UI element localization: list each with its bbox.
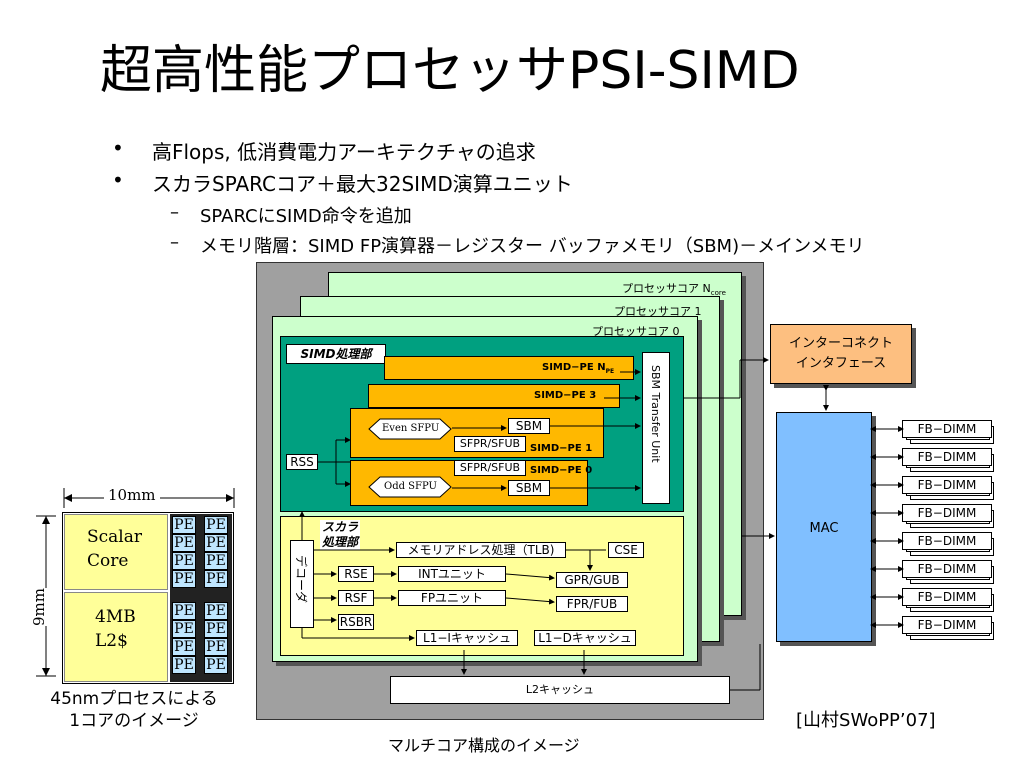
pe-cell: PE bbox=[172, 602, 196, 620]
fbdimm-module: FB−DIMM bbox=[902, 532, 992, 550]
core-n-label: プロセッサコア Ncore bbox=[622, 282, 726, 298]
fbdimm-link-arrow bbox=[870, 594, 904, 600]
sfpr-block-0: SFPR/SFUB bbox=[454, 460, 526, 476]
citation: [山村SWoPP’07] bbox=[796, 710, 936, 731]
chip-width-label: 10mm bbox=[104, 486, 160, 504]
rsf-block: RSF bbox=[338, 590, 374, 606]
core-0-label: プロセッサコア 0 bbox=[592, 325, 680, 338]
simd-pe-n-label: SIMD−PE NPE bbox=[542, 362, 615, 375]
sbm-block-1: SBM bbox=[508, 418, 550, 434]
fbdimm-link-arrow bbox=[870, 538, 904, 544]
simd-unit-title: SIMD処理部 bbox=[286, 344, 386, 364]
sfpr-block-1: SFPR/SFUB bbox=[454, 436, 526, 452]
pe-cell: PE bbox=[204, 516, 228, 534]
mac-block: MAC bbox=[776, 412, 872, 642]
int-unit-block: INTユニット bbox=[398, 566, 506, 582]
multicore-caption: マルチコア構成のイメージ bbox=[388, 736, 580, 755]
l2-cache-bar: L2キャッシュ bbox=[390, 676, 730, 704]
gpr-block: GPR/GUB bbox=[556, 572, 628, 588]
bullet-marker: • bbox=[112, 136, 124, 160]
pe-cell: PE bbox=[172, 516, 196, 534]
fbdimm-module: FB−DIMM bbox=[902, 504, 992, 522]
sub-bullet-item: メモリ階層：SIMD FP演算器－レジスター バッファメモリ（SBM)－メインメ… bbox=[200, 236, 865, 257]
chip-caption: 45nmプロセスによる 1コアのイメージ bbox=[50, 689, 218, 731]
simd-pe-3 bbox=[368, 384, 620, 408]
sbm-block-0: SBM bbox=[508, 480, 550, 496]
pe-cell: PE bbox=[172, 638, 196, 656]
simd-pe-1-label: SIMD−PE 1 bbox=[530, 443, 593, 454]
l1d-cache-block: L1−Dキャッシュ bbox=[534, 630, 636, 646]
pe-cell: PE bbox=[204, 602, 228, 620]
fbdimm-module: FB−DIMM bbox=[902, 588, 992, 606]
fpr-block: FPR/FUB bbox=[556, 596, 628, 612]
chip-dimension-lines bbox=[36, 488, 235, 677]
bullet-item: スカラSPARCコア＋最大32SIMD演算ユニット bbox=[152, 172, 573, 196]
fbdimm-module: FB−DIMM bbox=[902, 420, 992, 438]
fbdimm-link-arrow bbox=[870, 454, 904, 460]
fbdimm-link-arrow bbox=[870, 566, 904, 572]
fp-unit-block: FPユニット bbox=[398, 590, 506, 606]
pe-cell: PE bbox=[204, 638, 228, 656]
sub-bullet-marker: – bbox=[170, 202, 179, 223]
pe-cell: PE bbox=[172, 570, 196, 588]
simd-pe-0-label: SIMD−PE 0 bbox=[530, 465, 593, 476]
cse-block: CSE bbox=[608, 542, 644, 558]
fbdimm-module: FB−DIMM bbox=[902, 448, 992, 466]
page-title: 超高性能プロセッサPSI-SIMD bbox=[100, 41, 800, 101]
fbdimm-link-arrow bbox=[870, 426, 904, 432]
rsbr-block: RSBR bbox=[338, 614, 374, 630]
pe-cell: PE bbox=[204, 656, 228, 674]
pe-cell: PE bbox=[172, 620, 196, 638]
scalar-core-block: Scalar Core bbox=[64, 514, 168, 590]
l2-cache-label: 4MB L2$ bbox=[95, 607, 136, 651]
pe-cell: PE bbox=[204, 620, 228, 638]
odd-sfpu-label: Odd SFPU bbox=[384, 481, 437, 492]
fbdimm-module: FB−DIMM bbox=[902, 560, 992, 578]
rss-block: RSS bbox=[286, 454, 318, 470]
scalar-core-label: Scalar Core bbox=[87, 527, 143, 571]
scalar-unit-title: スカラ 処理部 bbox=[320, 520, 361, 550]
bullet-item: 高Flops, 低消費電力アーキテクチャの追求 bbox=[152, 140, 536, 164]
even-sfpu-label: Even SFPU bbox=[382, 423, 440, 434]
l2-cache-block: 4MB L2$ bbox=[64, 592, 168, 682]
sub-bullet-marker: – bbox=[170, 232, 179, 253]
sbm-transfer-unit: SBM Transfer Unit bbox=[642, 352, 670, 504]
bullet-marker: • bbox=[112, 168, 124, 192]
fbdimm-link-arrow bbox=[870, 622, 904, 628]
pe-cell: PE bbox=[204, 570, 228, 588]
interconnect-interface: インターコネクト インタフェース bbox=[770, 324, 912, 384]
fbdimm-link-arrow bbox=[870, 510, 904, 516]
simd-pe-3-label: SIMD−PE 3 bbox=[534, 390, 597, 401]
sub-bullet-item: SPARCにSIMD命令を追加 bbox=[200, 206, 412, 227]
memory-address-block: メモリアドレス処理（TLB) bbox=[396, 542, 566, 558]
rse-block: RSE bbox=[338, 566, 374, 582]
l1i-cache-block: L1−Iキャッシュ bbox=[416, 630, 518, 646]
fbdimm-module: FB−DIMM bbox=[902, 476, 992, 494]
pe-cell: PE bbox=[204, 534, 228, 552]
fbdimm-module: FB−DIMM bbox=[902, 616, 992, 634]
even-sfpu-shape bbox=[368, 418, 452, 440]
simd-pe-n bbox=[384, 356, 634, 380]
pe-cell: PE bbox=[172, 534, 196, 552]
core-1-label: プロセッサコア 1 bbox=[614, 305, 702, 318]
pe-cell: PE bbox=[172, 656, 196, 674]
odd-sfpu-shape bbox=[368, 476, 452, 498]
pe-cell: PE bbox=[172, 552, 196, 570]
pe-cell: PE bbox=[204, 552, 228, 570]
fbdimm-link-arrow bbox=[870, 482, 904, 488]
decoder-block: デコーダ bbox=[290, 540, 314, 628]
